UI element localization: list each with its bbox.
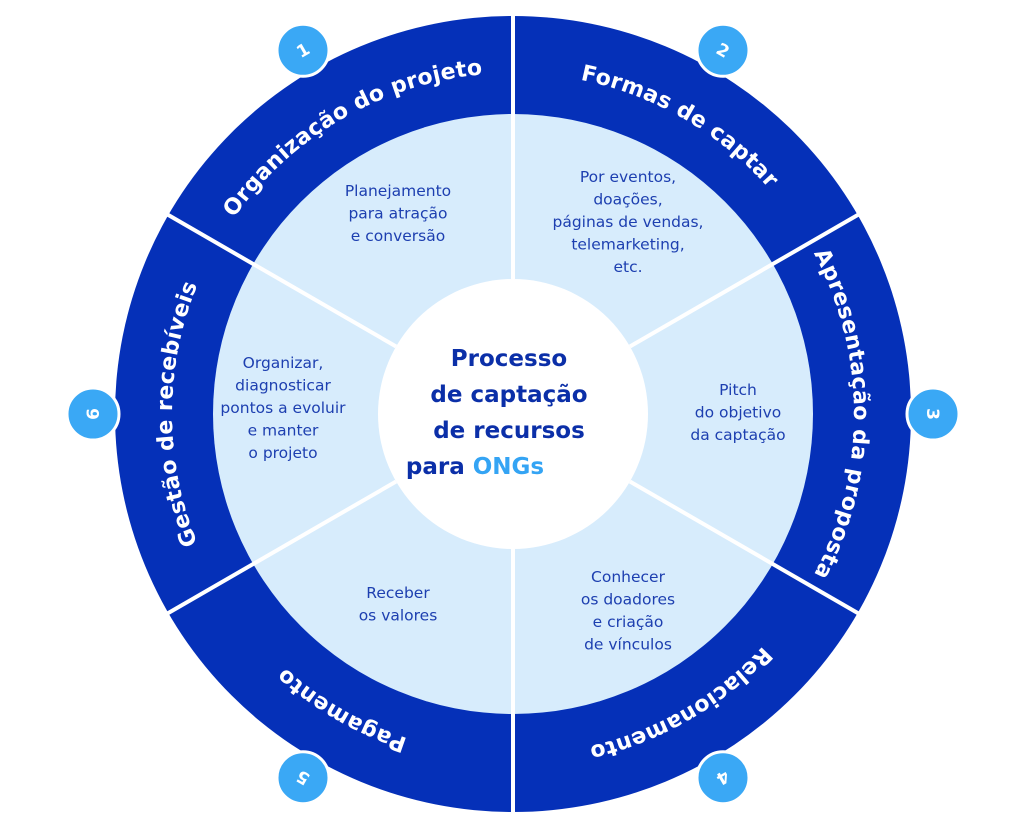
description-line: Pitch xyxy=(719,381,757,399)
badge-circle xyxy=(275,750,331,806)
segment-divider xyxy=(628,212,861,349)
segment-descriptions: Planejamento para atração e conversão Por e… xyxy=(220,168,785,654)
step-description-4: Conhecer os doadores e criação de vínculos xyxy=(581,568,675,654)
center-title-line-4: para xyxy=(406,454,473,480)
description-line: Por eventos, xyxy=(580,168,676,186)
description-line: Conhecer xyxy=(591,568,666,586)
step-description-3: Pitch do objetivo da captação xyxy=(690,381,785,444)
description-line: e criação xyxy=(593,613,664,631)
description-line: o projeto xyxy=(248,444,317,462)
center-title-accent: ONGs xyxy=(473,454,544,480)
step-badges: 1 2 3 4 5 6 xyxy=(65,22,961,806)
badge-circle xyxy=(905,386,961,442)
description-line: da captação xyxy=(690,426,785,444)
step-description-6: Organizar, diagnosticar pontos a evoluir e … xyxy=(220,354,346,462)
description-line: os valores xyxy=(359,607,438,625)
step-description-1: Planejamento para atração e conversão xyxy=(345,182,451,245)
badge-circle xyxy=(275,22,331,78)
description-line: doações, xyxy=(593,191,662,209)
segment-divider xyxy=(165,212,398,349)
description-line: e conversão xyxy=(351,227,445,245)
segment-divider xyxy=(165,479,398,616)
description-line: do objetivo xyxy=(695,404,781,422)
description-line: Organizar, xyxy=(243,354,324,372)
step-badge-1: 1 xyxy=(275,22,331,78)
step-description-5: Receber os valores xyxy=(359,584,438,625)
step-badge-6: 6 xyxy=(65,386,121,442)
description-line: pontos a evoluir xyxy=(220,399,346,417)
badge-circle xyxy=(695,22,751,78)
step-description-2: Por eventos, doações, páginas de vendas, te… xyxy=(553,168,704,276)
segment-dividers xyxy=(165,14,861,814)
center-title-line-1: Processo xyxy=(451,346,567,372)
description-line: de vínculos xyxy=(584,636,672,654)
description-line: diagnosticar xyxy=(235,377,331,395)
description-line: e manter xyxy=(248,422,319,440)
description-line: telemarketing, xyxy=(571,236,684,254)
center-title-line-3: de recursos xyxy=(433,418,585,444)
step-badge-3: 3 xyxy=(905,386,961,442)
step-badge-2: 2 xyxy=(695,22,751,78)
badge-circle xyxy=(695,750,751,806)
description-line: Planejamento xyxy=(345,182,451,200)
center-circle: Processo de captação de recursos para ON… xyxy=(378,279,648,549)
badge-circle xyxy=(65,386,121,442)
badge-number: 3 xyxy=(922,408,942,420)
segment-divider xyxy=(628,479,861,616)
step-badge-4: 4 xyxy=(695,750,751,806)
description-line: para atração xyxy=(348,205,447,223)
center-title-line-2: de captação xyxy=(430,382,587,408)
center-disc xyxy=(378,279,648,549)
description-line: páginas de vendas, xyxy=(553,213,704,231)
description-line: Receber xyxy=(366,584,430,602)
description-line: etc. xyxy=(613,258,642,276)
description-line: os doadores xyxy=(581,591,675,609)
step-badge-5: 5 xyxy=(275,750,331,806)
badge-number: 6 xyxy=(84,408,104,420)
center-title: Processo de captação de recursos para ON… xyxy=(406,346,596,480)
